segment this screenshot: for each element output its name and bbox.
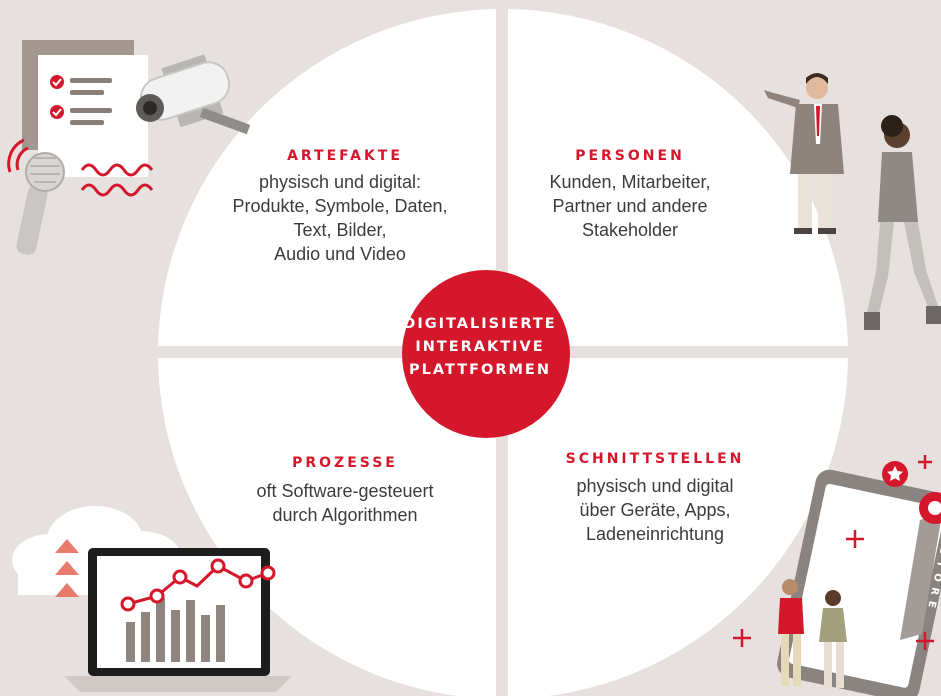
artefakte-line: Produkte, Symbole, Daten, — [232, 196, 448, 216]
personen-line: Kunden, Mitarbeiter, — [549, 172, 711, 192]
center-label-line: PLATTFORMEN — [409, 362, 551, 378]
center-label-line: INTERAKTIVE — [415, 339, 545, 355]
personen-description: Kunden, Mitarbeiter, Partner und andere … — [510, 170, 750, 242]
prozesse-line: oft Software-gesteuert — [256, 481, 434, 501]
artefakte-title: ARTEFAKTE — [287, 148, 403, 164]
schnittstellen-line: Ladeneinrichtung — [585, 524, 725, 544]
center-label: DIGITALISIERTE INTERAKTIVE PLATTFORMEN — [395, 313, 565, 382]
woman-walking-phone-icon — [864, 115, 941, 330]
prozesse-description: oft Software-gesteuert durch Algorithmen — [220, 479, 470, 527]
microphone-icon — [16, 152, 65, 255]
prozesse-line: durch Algorithmen — [272, 505, 418, 525]
security-camera-icon — [136, 54, 251, 135]
schnittstellen-line: über Geräte, Apps, — [579, 500, 731, 520]
businessman-pointing-icon — [764, 73, 844, 234]
center-circle — [402, 270, 570, 438]
sound-wave-icon — [7, 138, 154, 197]
artefakte-description: physisch und digital: Produkte, Symbole,… — [190, 170, 490, 266]
shoppers-icon — [778, 579, 847, 688]
artefakte-line: Audio und Video — [274, 244, 406, 264]
checklist-document-icon — [22, 40, 148, 177]
prozesse-title: PROZESSE — [292, 455, 398, 471]
schnittstellen-line: physisch und digital — [576, 476, 734, 496]
schnittstellen-title: SCHNITTSTELLEN — [565, 451, 745, 467]
laptop-chart-icon — [64, 548, 292, 692]
artefakte-line: physisch und digital: — [258, 172, 422, 192]
personen-line: Partner und andere — [552, 196, 708, 216]
artefakte-line: Text, Bilder, — [293, 220, 387, 240]
center-label-line: DIGITALISIERTE — [403, 316, 557, 332]
personen-line: Stakeholder — [581, 220, 679, 240]
schnittstellen-description: physisch und digital über Geräte, Apps, … — [535, 474, 775, 546]
personen-title: PERSONEN — [575, 148, 685, 164]
